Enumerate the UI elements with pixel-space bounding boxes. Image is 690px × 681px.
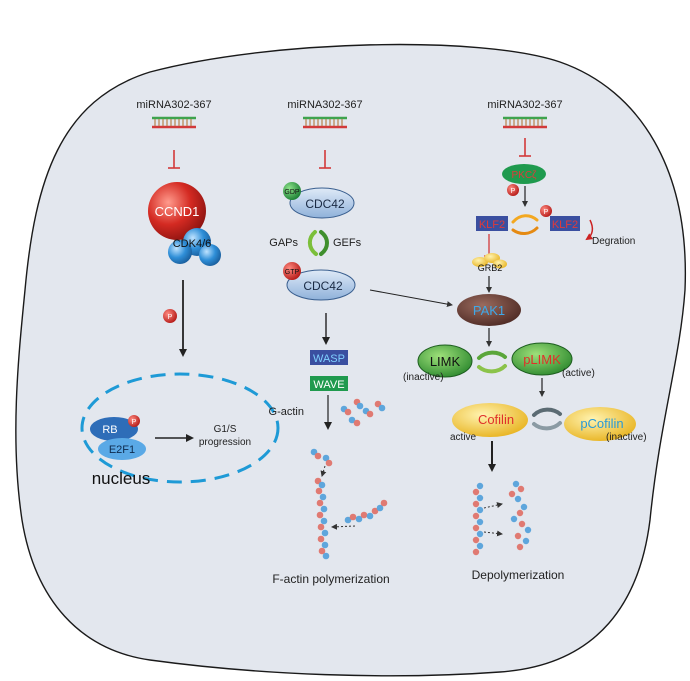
rb-protein — [90, 417, 138, 441]
ccnd1-label: CCND1 — [155, 204, 200, 219]
pkc-protein — [502, 164, 546, 184]
phospho-ball-rb — [128, 415, 140, 427]
cycle-arrows-icon-klf2 — [511, 214, 539, 235]
e2f1-protein — [98, 438, 146, 460]
inhibit-right — [519, 138, 531, 157]
cdc42-bottom — [286, 269, 356, 301]
wave-box — [310, 376, 348, 391]
cdc42-top — [289, 187, 355, 219]
pcofilin-label: pCofilin — [580, 416, 623, 431]
plimk-label: pLIMK — [523, 352, 561, 367]
cycle-arrows-icon-limk — [477, 350, 507, 374]
mirna-label-right: miRNA302-367 — [487, 99, 562, 111]
limk-label: LIMK — [430, 354, 461, 369]
cycle-arrows-icon-cofilin — [532, 407, 562, 431]
cdk46-cluster — [168, 228, 221, 266]
gefs-label: GEFs — [333, 237, 362, 249]
phospho-label-rb: P — [132, 419, 137, 426]
plimk-protein — [511, 342, 573, 376]
pcofilin-state: (inactive) — [606, 432, 647, 443]
cofilin-protein — [452, 403, 528, 437]
gtp-label: GTP — [285, 269, 300, 276]
g1s-label-line1: G1/S — [214, 424, 237, 435]
degration-label: Degration — [592, 236, 635, 247]
phospho-ball-left — [163, 309, 177, 323]
ccnd1-ball — [148, 182, 206, 240]
gaps-label: GAPs — [269, 237, 298, 249]
phospho-ball-klf2 — [540, 205, 552, 217]
limk-protein — [417, 344, 473, 378]
actin-bead-icon-depoly — [472, 480, 532, 556]
arrow-cdc42-to-pak1 — [369, 289, 453, 308]
f-actin-label: F-actin polymerization — [272, 572, 389, 586]
mirna-duplex-icon-left — [152, 116, 196, 129]
cdk46-label: CDK4/6 — [173, 238, 212, 250]
klf2-label-left: KLF2 — [479, 219, 505, 231]
wasp-box — [310, 350, 348, 365]
mirna-duplex-icon-right — [503, 116, 547, 129]
dashed-arrow-depoly-2 — [483, 530, 503, 537]
g-actin-label: G-actin — [269, 406, 304, 418]
pak1-protein — [457, 294, 521, 326]
mirna-label-mid: miRNA302-367 — [287, 99, 362, 111]
plimk-state: (active) — [562, 368, 595, 379]
actin-bead-icon-gactin — [340, 398, 386, 427]
cofilin-state: active — [450, 432, 477, 443]
limk-state: (inactive) — [403, 372, 444, 383]
phospho-label-klf2: P — [544, 209, 549, 216]
nucleus-border — [80, 372, 280, 484]
wasp-label: WASP — [313, 353, 345, 365]
g1s-label-line2: progression — [199, 437, 251, 448]
cofilin-label: Cofilin — [478, 412, 514, 427]
wave-label: WAVE — [313, 379, 344, 391]
rb-label: RB — [102, 424, 117, 436]
grb2-label: GRB2 — [478, 263, 503, 273]
pak1-label: PAK1 — [473, 303, 505, 318]
gdp-label: GDP — [284, 189, 300, 196]
phospho-ball-pkc — [507, 184, 519, 196]
pkc-label: PKCζ — [512, 170, 538, 181]
gtp-ball — [283, 262, 301, 280]
degration-arrow — [585, 219, 594, 241]
inhibit-left — [168, 150, 180, 169]
e2f1-label: E2F1 — [109, 444, 135, 456]
grb2-protein — [472, 253, 507, 269]
phospho-label-left: P — [168, 314, 173, 321]
cycle-arrows-icon-mid — [307, 230, 329, 256]
mirna-duplex-icon-mid — [303, 116, 347, 129]
klf2-label-right: KLF2 — [552, 219, 578, 231]
klf2-box-left — [476, 216, 508, 231]
inhibit-mid — [319, 150, 331, 169]
mirna-label-left: miRNA302-367 — [136, 99, 211, 111]
dashed-arrow-factin-1 — [320, 465, 327, 477]
pcofilin-protein — [564, 407, 636, 441]
klf2-box-right — [550, 216, 580, 231]
cdc42-bottom-label: CDC42 — [303, 279, 343, 293]
nucleus-label: nucleus — [92, 469, 151, 488]
actin-bead-icon-factin — [310, 448, 388, 560]
dashed-arrow-depoly-1 — [483, 502, 503, 509]
cdc42-top-label: CDC42 — [305, 197, 345, 211]
phospho-label-pkc: P — [511, 188, 516, 195]
gdp-ball — [283, 182, 301, 200]
depolymerization-label: Depolymerization — [472, 568, 565, 582]
